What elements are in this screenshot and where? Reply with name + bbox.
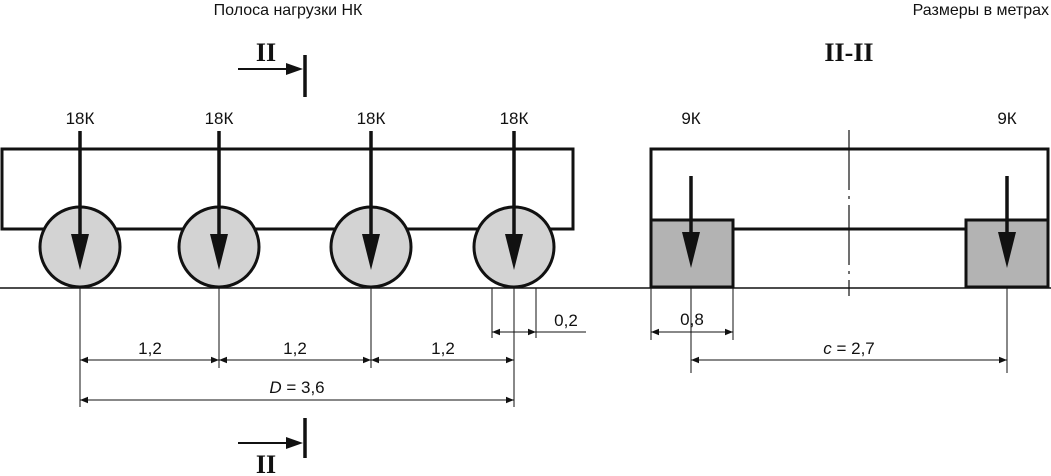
dim-offset: 0,2 xyxy=(492,311,586,336)
dim-c-symbol: c xyxy=(823,339,832,358)
load-arrow-4 xyxy=(505,131,523,270)
load-arrow-3 xyxy=(362,131,380,270)
load-arrow-1 xyxy=(71,131,89,270)
dim-D-symbol: D xyxy=(269,378,281,397)
dim-spacing-3: 1,2 xyxy=(371,339,514,364)
extension-lines-side xyxy=(79,288,537,407)
axle-load-label-2: 18К xyxy=(205,109,234,128)
wheel-load-label-right: 9К xyxy=(997,109,1016,128)
dim-wheel-width: 0,8 xyxy=(651,310,733,336)
axle-load-label-4: 18К xyxy=(500,109,529,128)
dim-c: c = 2,7 xyxy=(691,339,1007,364)
dim-c-value: = 2,7 xyxy=(832,339,875,358)
vehicle-body xyxy=(0,147,575,231)
section-mark-bottom: II xyxy=(238,418,307,476)
dim-spacing-1: 1,2 xyxy=(80,339,219,364)
section-mark-top-label: II xyxy=(256,38,276,67)
axle-load-label-3: 18К xyxy=(357,109,386,128)
section-mark-bottom-label: II xyxy=(256,450,276,476)
dim-D-value: = 3,6 xyxy=(282,378,325,397)
section-load-arrow-right xyxy=(998,176,1016,268)
dim-wheel-width-label: 0,8 xyxy=(680,310,704,329)
dim-D-label: D = 3,6 xyxy=(269,378,324,397)
caption-dimensions: Размеры в метрах xyxy=(913,2,1049,19)
section-load-arrow-left xyxy=(682,176,700,268)
dim-spacing-2: 1,2 xyxy=(219,339,371,364)
caption-load-strip: Полоса нагрузки НК xyxy=(214,2,363,19)
load-arrow-2 xyxy=(210,131,228,270)
dim-D: D = 3,6 xyxy=(80,378,514,404)
dim-spacing-1-label: 1,2 xyxy=(138,339,162,358)
wheel-load-label-left: 9К xyxy=(681,109,700,128)
dim-c-label: c = 2,7 xyxy=(823,339,875,358)
dim-spacing-2-label: 1,2 xyxy=(283,339,307,358)
dim-offset-label: 0,2 xyxy=(554,311,578,330)
section-title: II-II xyxy=(824,38,873,67)
section-mark-top: II xyxy=(238,38,307,97)
dim-spacing-3-label: 1,2 xyxy=(431,339,455,358)
axle-load-label-1: 18К xyxy=(66,109,95,128)
